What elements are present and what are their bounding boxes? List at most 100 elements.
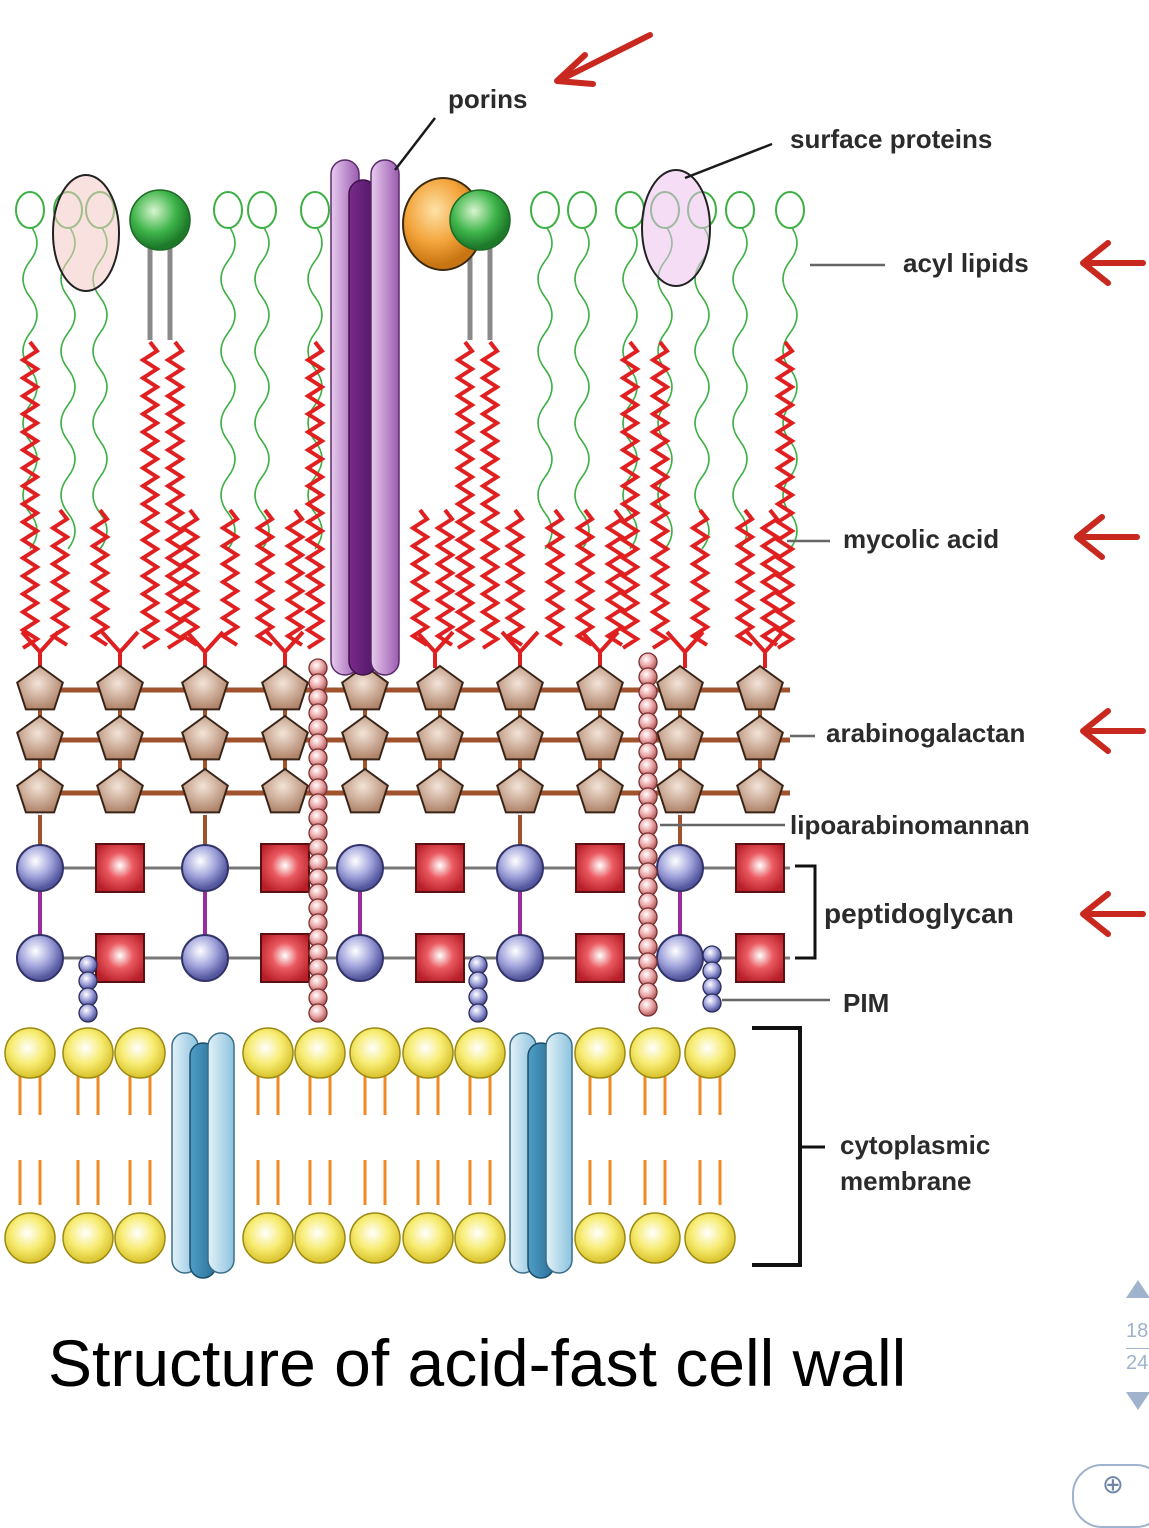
membrane-lipid-head xyxy=(294,1027,346,1079)
membrane-lipid-head xyxy=(684,1212,736,1264)
arabinogalactan-sugar xyxy=(341,714,389,761)
membrane-lipid-head xyxy=(349,1027,401,1079)
pim-bead xyxy=(468,1003,488,1023)
nam-sugar xyxy=(735,933,785,983)
mycolic-fork xyxy=(100,630,140,668)
arabinogalactan-sugar xyxy=(576,664,624,711)
label-surface-proteins: surface proteins xyxy=(790,124,993,154)
membrane-lipid-head xyxy=(242,1212,294,1264)
mycolic-fork xyxy=(745,630,785,668)
nag-sugar xyxy=(336,844,384,892)
nag-sugar xyxy=(656,934,704,982)
lipoarabinomannan-chains xyxy=(308,652,658,1023)
arabinogalactan-sugar xyxy=(96,714,144,761)
arabinogalactan-sugar xyxy=(181,664,229,711)
mycolic-chain-long xyxy=(139,340,161,650)
arabinogalactan-sugar xyxy=(16,714,64,761)
highlight-arrows xyxy=(554,32,1146,937)
label-peptidoglycan: peptidoglycan xyxy=(824,898,1014,929)
pim-chains xyxy=(78,945,722,1023)
mycolic-fork xyxy=(665,630,705,668)
arrow-peptidoglycan xyxy=(1080,891,1146,937)
label-porins: porins xyxy=(448,84,528,114)
acyl-lipid-head xyxy=(615,191,645,229)
mycolic-chain-long xyxy=(619,340,641,650)
zoom-in-button[interactable]: ⊕ xyxy=(1072,1464,1149,1528)
acyl-lipid-head xyxy=(530,191,560,229)
mycolic-chain-short xyxy=(759,508,781,647)
cytoplasmic-membrane-layer xyxy=(4,1027,736,1279)
arabinogalactan-sugar xyxy=(181,714,229,761)
membrane-lipid-head xyxy=(574,1212,626,1264)
membrane-lipid-head xyxy=(574,1027,626,1079)
mycolic-acid-layer xyxy=(19,340,796,668)
acyl-lipid-tail xyxy=(782,224,798,550)
acyl-lipid-tail xyxy=(254,224,270,550)
membrane-lipid-head xyxy=(4,1027,56,1079)
pager-divider xyxy=(1126,1348,1149,1349)
mycolic-chain-long xyxy=(774,340,796,650)
next-slide-icon[interactable] xyxy=(1126,1392,1149,1410)
surface-protein-group xyxy=(52,169,711,292)
mycolic-chain-short xyxy=(434,508,456,647)
cell-wall-diagram xyxy=(4,32,1146,1279)
arabinogalactan-sugar xyxy=(736,714,784,761)
arabinogalactan-sugar xyxy=(496,714,544,761)
label-lipoarabinomannan: lipoarabinomannan xyxy=(790,810,1030,840)
nam-sugar xyxy=(415,843,465,893)
glycolipid-head-left xyxy=(129,189,191,251)
lam-bead xyxy=(638,997,658,1017)
membrane-lipid-head xyxy=(4,1212,56,1264)
mycolic-chain-long xyxy=(19,340,41,650)
membrane-lipid-head xyxy=(629,1212,681,1264)
membrane-lipid-head xyxy=(242,1027,294,1079)
acyl-lipid-head xyxy=(300,191,330,229)
arabinogalactan-sugar xyxy=(96,767,144,814)
acyl-lipid-head xyxy=(15,191,45,229)
mycolic-chain-short xyxy=(604,508,626,647)
membrane-channel xyxy=(545,1032,573,1274)
previous-slide-icon[interactable] xyxy=(1126,1280,1149,1298)
nag-sugar xyxy=(496,934,544,982)
label-cytoplasmic: cytoplasmic xyxy=(840,1130,991,1160)
membrane-lipid-head xyxy=(684,1027,736,1079)
membrane-lipid-head xyxy=(114,1212,166,1264)
arabinogalactan-sugar xyxy=(341,767,389,814)
slide-pager: 18 24 xyxy=(1112,1280,1149,1420)
nag-sugar xyxy=(496,844,544,892)
arabinogalactan-sugar xyxy=(496,664,544,711)
acyl-lipid-tail xyxy=(60,224,76,550)
pim-bead xyxy=(78,955,98,975)
acyl-lipid-head xyxy=(775,191,805,229)
acyl-lipid-head xyxy=(213,191,243,229)
arabinogalactan-sugar xyxy=(261,767,309,814)
label-arabinogalactan: arabinogalactan xyxy=(826,718,1026,748)
arrow-porins xyxy=(554,32,653,87)
pim-bead xyxy=(702,945,722,965)
current-slide-number: 18 xyxy=(1126,1320,1149,1342)
mycolic-chain-short xyxy=(284,508,306,647)
label-pim: PIM xyxy=(843,988,890,1018)
pim-bead xyxy=(468,987,488,1007)
mycolic-fork xyxy=(185,630,225,668)
nam-sugar xyxy=(415,933,465,983)
nam-sugar xyxy=(260,843,310,893)
mycolic-fork xyxy=(20,630,60,668)
membrane-lipid-head xyxy=(294,1212,346,1264)
nag-sugar xyxy=(16,844,64,892)
acyl-lipid-tail xyxy=(220,224,236,550)
acyl-lipid-tail xyxy=(694,224,710,550)
membrane-lipid-head xyxy=(402,1027,454,1079)
mycolic-chain-short xyxy=(689,508,711,647)
mycolic-chain-short xyxy=(254,508,276,647)
acyl-lipid-head xyxy=(247,191,277,229)
pim-bead xyxy=(78,971,98,991)
mycolic-chain-short xyxy=(409,508,431,647)
total-slide-number: 24 xyxy=(1126,1352,1149,1374)
mycolic-chain-short xyxy=(49,508,71,647)
nag-sugar xyxy=(16,934,64,982)
arabinogalactan-sugar xyxy=(656,664,704,711)
mycolic-chain-long xyxy=(649,340,671,650)
mycolic-fork xyxy=(500,630,540,668)
arabinogalactan-sugar xyxy=(656,714,704,761)
